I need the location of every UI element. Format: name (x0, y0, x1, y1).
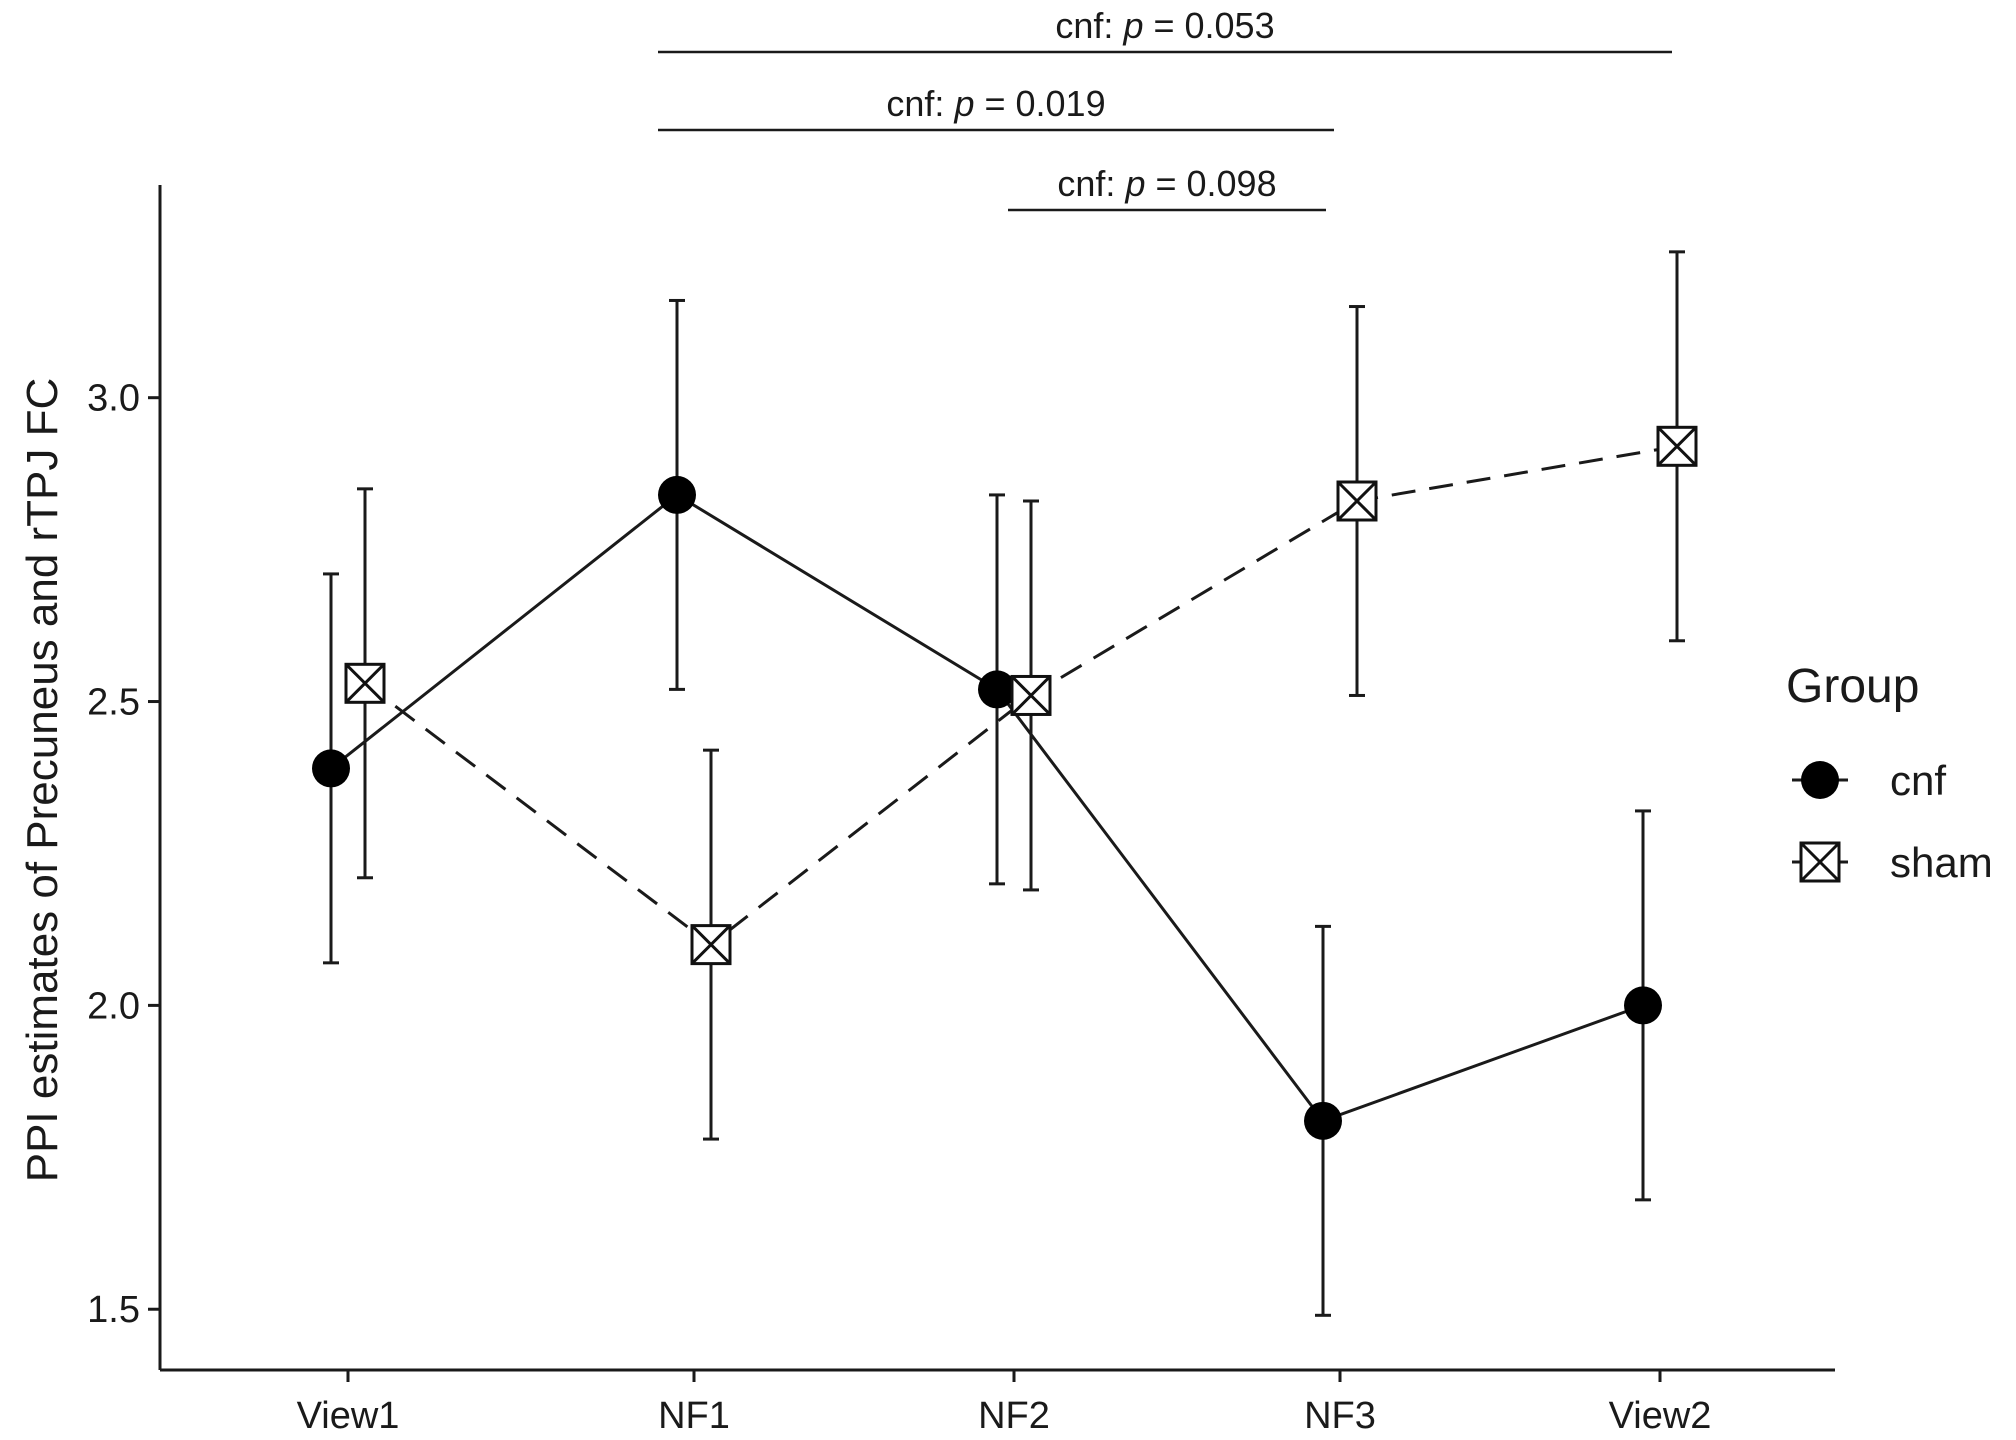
marker-cross (344, 663, 386, 704)
data-point-cnf (1624, 986, 1662, 1025)
significance-label: cnf: p = 0.019 (886, 83, 1105, 124)
marker-cross (1656, 426, 1698, 467)
y-tick-label: 2.0 (87, 985, 140, 1027)
data-point-sham (1336, 480, 1378, 522)
y-axis-label: PPI estimates of Precuneus and rTPJ FC (18, 378, 67, 1183)
x-tick-label: View2 (1609, 1395, 1712, 1437)
data-point-cnf (978, 670, 1016, 709)
marker-cross (690, 924, 732, 965)
legend: Group cnf sham (1786, 660, 1993, 886)
x-tick-label: View1 (297, 1395, 400, 1437)
legend-item-sham: sham (1792, 839, 1993, 886)
data-markers (312, 425, 1698, 1140)
y-tick-label: 1.5 (87, 1289, 140, 1331)
y-tick-label: 2.5 (87, 682, 140, 724)
legend-title: Group (1786, 660, 1919, 713)
legend-label: cnf (1890, 757, 1946, 804)
series-lines (330, 444, 1678, 1123)
legend-item-cnf: cnf (1792, 757, 1946, 804)
legend-label: sham (1890, 839, 1993, 886)
marker-cross (1799, 841, 1841, 883)
x-tick-label: NF2 (978, 1395, 1050, 1437)
data-point-cnf (312, 749, 350, 788)
marker-cross (1336, 480, 1378, 522)
significance-label: cnf: p = 0.053 (1055, 5, 1274, 46)
marker-cross (1010, 675, 1052, 716)
data-point-sham (1010, 674, 1052, 716)
data-point-sham (690, 924, 732, 966)
legend-key-marker (1799, 841, 1841, 883)
legend-key-marker (1801, 761, 1839, 799)
data-point-cnf (658, 475, 696, 514)
x-tick-label: NF3 (1304, 1395, 1376, 1437)
data-point-sham (344, 662, 386, 704)
x-tick-label: NF1 (658, 1395, 730, 1437)
significance-annotations: cnf: p = 0.053 cnf: p = 0.019 cnf: p = 0.0… (658, 5, 1672, 212)
data-point-cnf (1304, 1101, 1342, 1140)
error-bars (323, 250, 1685, 1317)
significance-label: cnf: p = 0.098 (1057, 163, 1276, 204)
y-tick-label: 3.0 (87, 378, 140, 420)
data-point-sham (1656, 425, 1698, 467)
